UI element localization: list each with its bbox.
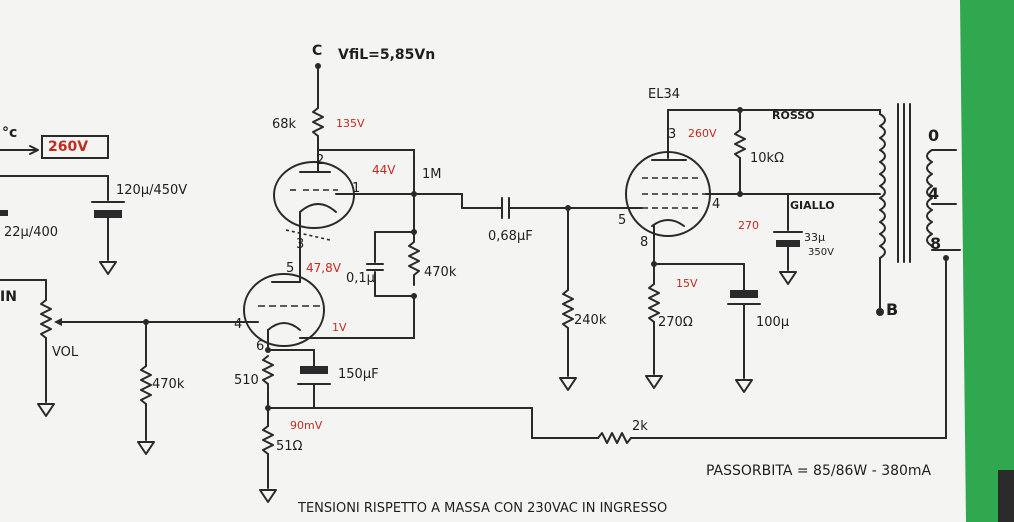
label-240k: 240k	[574, 313, 607, 328]
label-pin5: 5	[286, 261, 295, 276]
label-350v: 350V	[808, 247, 834, 258]
label-pin3-el34: 3	[668, 127, 677, 142]
label-90mv: 90mV	[290, 419, 323, 432]
label-15v: 15V	[676, 277, 698, 290]
label-tap-0: 0	[928, 126, 940, 145]
pentode-tube-el34	[625, 109, 881, 265]
label-passorbita: PASSORBITA = 85/86W - 380mA	[706, 463, 932, 479]
label-47-8v: 47,8V	[306, 261, 341, 275]
resistor-470k-top	[408, 231, 420, 286]
label-pin8-el34: 8	[640, 235, 649, 250]
cathode-network	[259, 257, 947, 503]
resistor-2k	[597, 432, 632, 444]
label-44v: 44V	[372, 163, 396, 177]
label-33u: 33µ	[804, 231, 825, 244]
label-260v-plate: 260V	[688, 127, 717, 140]
label-270v: 270	[738, 219, 759, 232]
anode-wiring	[299, 149, 631, 339]
input-volume	[0, 279, 245, 455]
label-vfil: VfiL=5,85Vn	[338, 47, 436, 63]
label-c01: 0,1µ	[346, 271, 375, 286]
grid-resistor-240k	[559, 205, 577, 391]
label-270ohm: 270Ω	[658, 315, 693, 330]
label-510: 510	[234, 373, 259, 388]
output-transformer	[876, 103, 961, 316]
label-470k-bottom: 470k	[152, 377, 185, 392]
label-in: IN	[0, 289, 17, 305]
label-pin3: 3	[296, 237, 305, 252]
label-260v: 260V	[48, 139, 89, 155]
label-68k: 68k	[272, 117, 297, 132]
resistor-510	[262, 355, 274, 385]
label-135v: 135V	[336, 117, 365, 130]
cap-150u	[300, 366, 328, 374]
cap-100u	[730, 290, 758, 298]
left-supply	[0, 145, 125, 275]
label-pin5-el34: 5	[618, 213, 627, 228]
label-068uf: 0,68µF	[488, 229, 533, 244]
label-footer: TENSIONI RISPETTO A MASSA CON 230VAC IN …	[298, 501, 668, 516]
label-tap-b: B	[886, 300, 899, 319]
label-100u: 100µ	[756, 315, 790, 330]
label-pin2: 2	[316, 153, 325, 168]
output-wiring	[645, 107, 881, 393]
label-c-left: °c	[2, 125, 18, 141]
paper-edge	[948, 0, 966, 522]
label-1m: 1M	[422, 167, 442, 182]
label-pin1: 1	[352, 181, 361, 196]
box-260v	[41, 135, 109, 159]
label-giallo: GIALLO	[790, 199, 835, 212]
paper-shadow	[998, 470, 1014, 522]
label-c22: 22µ/400	[4, 225, 59, 240]
label-pin4-el34: 4	[712, 197, 721, 212]
volume-potentiometer[interactable]	[40, 299, 52, 339]
resistor-270	[648, 283, 660, 323]
label-150uf: 150µF	[338, 367, 379, 382]
label-2k: 2k	[632, 419, 648, 434]
label-pin4: 4	[234, 317, 243, 332]
label-pin6: 6	[256, 339, 265, 354]
label-c120: 120µ/450V	[116, 183, 188, 198]
label-el34: EL34	[648, 87, 680, 102]
resistor-51	[262, 425, 274, 455]
label-tap-8: 8	[930, 234, 942, 253]
label-c-top: C	[312, 43, 323, 59]
resistor-68k	[312, 107, 324, 137]
label-tap-4: 4	[928, 184, 940, 203]
label-1v: 1V	[332, 321, 347, 334]
resistor-470k-bottom	[140, 365, 152, 405]
supply-node-c	[312, 63, 324, 161]
triode-tube-bottom	[243, 269, 325, 351]
label-rosso: ROSSO	[772, 109, 815, 122]
label-vol: VOL	[52, 345, 79, 360]
triode-tube-top	[273, 159, 355, 229]
resistor-10k	[734, 129, 746, 159]
label-470k-top: 470k	[424, 265, 457, 280]
label-51ohm: 51Ω	[276, 439, 303, 454]
label-10k: 10kΩ	[750, 151, 785, 166]
